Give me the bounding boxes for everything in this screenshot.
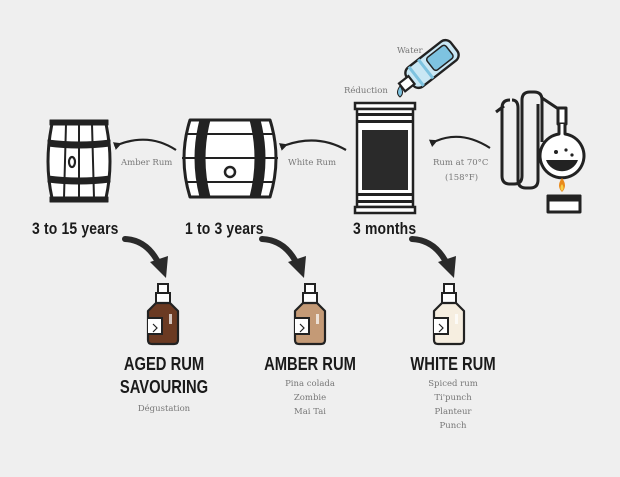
product-uses-amber: Pina colada Zombie Mai Tai	[250, 377, 370, 419]
arrow-distill-to-reduction	[428, 135, 491, 149]
water-label: Water	[397, 46, 423, 56]
product-use: Mai Tai	[294, 407, 326, 417]
reduction-tank-icon	[353, 101, 417, 215]
barrel-medium-icon	[182, 118, 278, 199]
product-uses-aged: Dégustation	[104, 402, 224, 416]
product-use: Dégustation	[137, 404, 191, 414]
still-icon	[495, 90, 586, 214]
product-arrows	[122, 236, 456, 278]
product-use: Zombie	[293, 393, 327, 403]
product-title-aged: AGED RUM SAVOURING	[115, 353, 213, 399]
product-title-line: SAVOURING	[119, 377, 209, 397]
barrel-long-icon	[46, 119, 112, 203]
reduction-label: Réduction	[344, 86, 388, 96]
rum-temp-f-label: (158°F)	[445, 173, 479, 183]
water-drop-icon	[397, 85, 403, 98]
rum-bottle-icon	[432, 283, 466, 346]
rum-bottle-icon	[146, 283, 180, 346]
arrow-barrel-to-barrel	[112, 138, 177, 151]
rum-bottle-icon	[293, 283, 327, 346]
product-title-line: AGED RUM	[123, 354, 205, 374]
product-title-line: WHITE RUM	[410, 354, 496, 374]
duration-medium: 1 to 3 years	[185, 219, 264, 238]
product-uses-white: Spiced rum Ti'punch Planteur Punch	[393, 377, 513, 433]
arrow-reduction-to-barrel	[279, 139, 347, 151]
duration-short: 3 months	[353, 219, 417, 238]
product-title-line: AMBER RUM	[264, 354, 356, 374]
water-bottle-icon	[397, 38, 460, 93]
white-rum-flow-label: White Rum	[288, 158, 337, 168]
product-title-white: WHITE RUM	[404, 353, 502, 376]
duration-long: 3 to 15 years	[32, 219, 119, 238]
product-use: Spiced rum	[428, 379, 478, 389]
product-use: Planteur	[434, 407, 472, 417]
product-use: Punch	[439, 421, 467, 431]
product-use: Ti'punch	[434, 393, 472, 403]
amber-rum-flow-label: Amber Rum	[121, 158, 173, 168]
rum-temp-label: Rum at 70°C	[433, 158, 489, 168]
product-use: Pina colada	[285, 379, 335, 389]
product-title-amber: AMBER RUM	[261, 353, 359, 376]
